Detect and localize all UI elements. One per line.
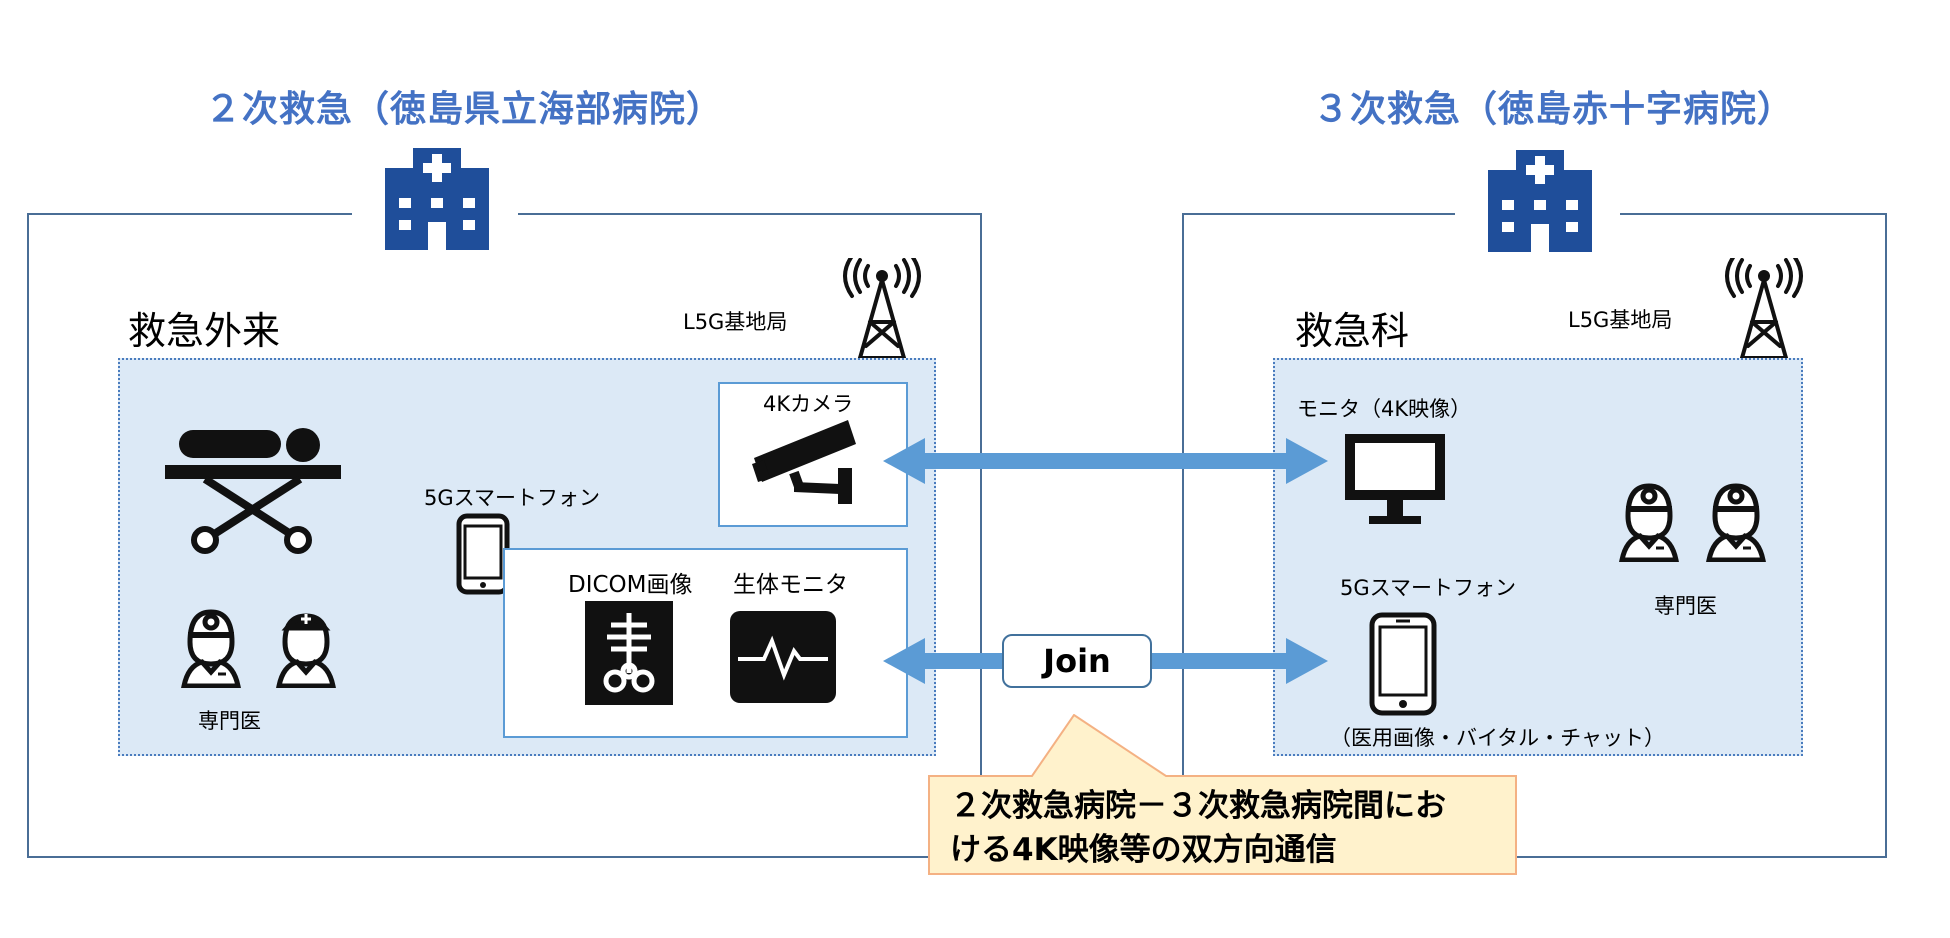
xray-icon [585,601,673,705]
stretcher-icon [165,425,341,555]
right-smartphone-note: （医用画像・バイタル・チャット） [1330,726,1665,750]
left-base-station-label: L5G基地局 [683,310,788,334]
smartphone-icon [456,513,510,595]
antenna-tower-icon [1712,258,1816,362]
vital-monitor-icon [730,611,836,703]
right-base-station-label: L5G基地局 [1568,308,1673,332]
left-specialist-label: 専門医 [198,709,261,733]
right-hospital-title: ３次救急（徳島赤十字病院） [1313,89,1795,130]
right-smartphone-label: 5Gスマートフォン [1340,576,1517,600]
smartphone-icon [1369,612,1437,716]
callout-line-1: ２次救急病院－３次救急病院間にお [950,788,1446,824]
callout-line-2: ける4K映像等の双方向通信 [950,832,1337,868]
hospital-icon [1488,150,1592,252]
doctor-icon [1705,480,1767,562]
security-camera-icon [748,420,860,506]
display-monitor-icon [1343,432,1447,528]
dicom-vital-panel [503,548,908,738]
left-hospital-title: ２次救急（徳島県立海部病院） [205,89,724,130]
video-link-arrow [883,438,1328,484]
doctor-icon [1618,480,1680,562]
callout-text: ２次救急病院－３次救急病院間にお ける4K映像等の双方向通信 [950,784,1446,872]
right-monitor-label: モニタ（4K映像） [1297,397,1472,421]
vital-monitor-label: 生体モニタ [733,572,848,598]
left-smartphone-label: 5Gスマートフォン [424,486,601,510]
right-department-label: 救急科 [1295,309,1410,353]
antenna-tower-icon [830,258,934,362]
doctor-icon [180,606,242,688]
right-specialist-label: 専門医 [1654,594,1717,618]
nurse-icon [275,606,337,688]
left-department-label: 救急外来 [128,309,281,353]
join-badge: Join [1002,634,1152,688]
camera-label: 4Kカメラ [763,392,854,416]
callout-bubble [928,714,1518,876]
dicom-label: DICOM画像 [568,572,693,598]
hospital-icon [385,148,489,250]
